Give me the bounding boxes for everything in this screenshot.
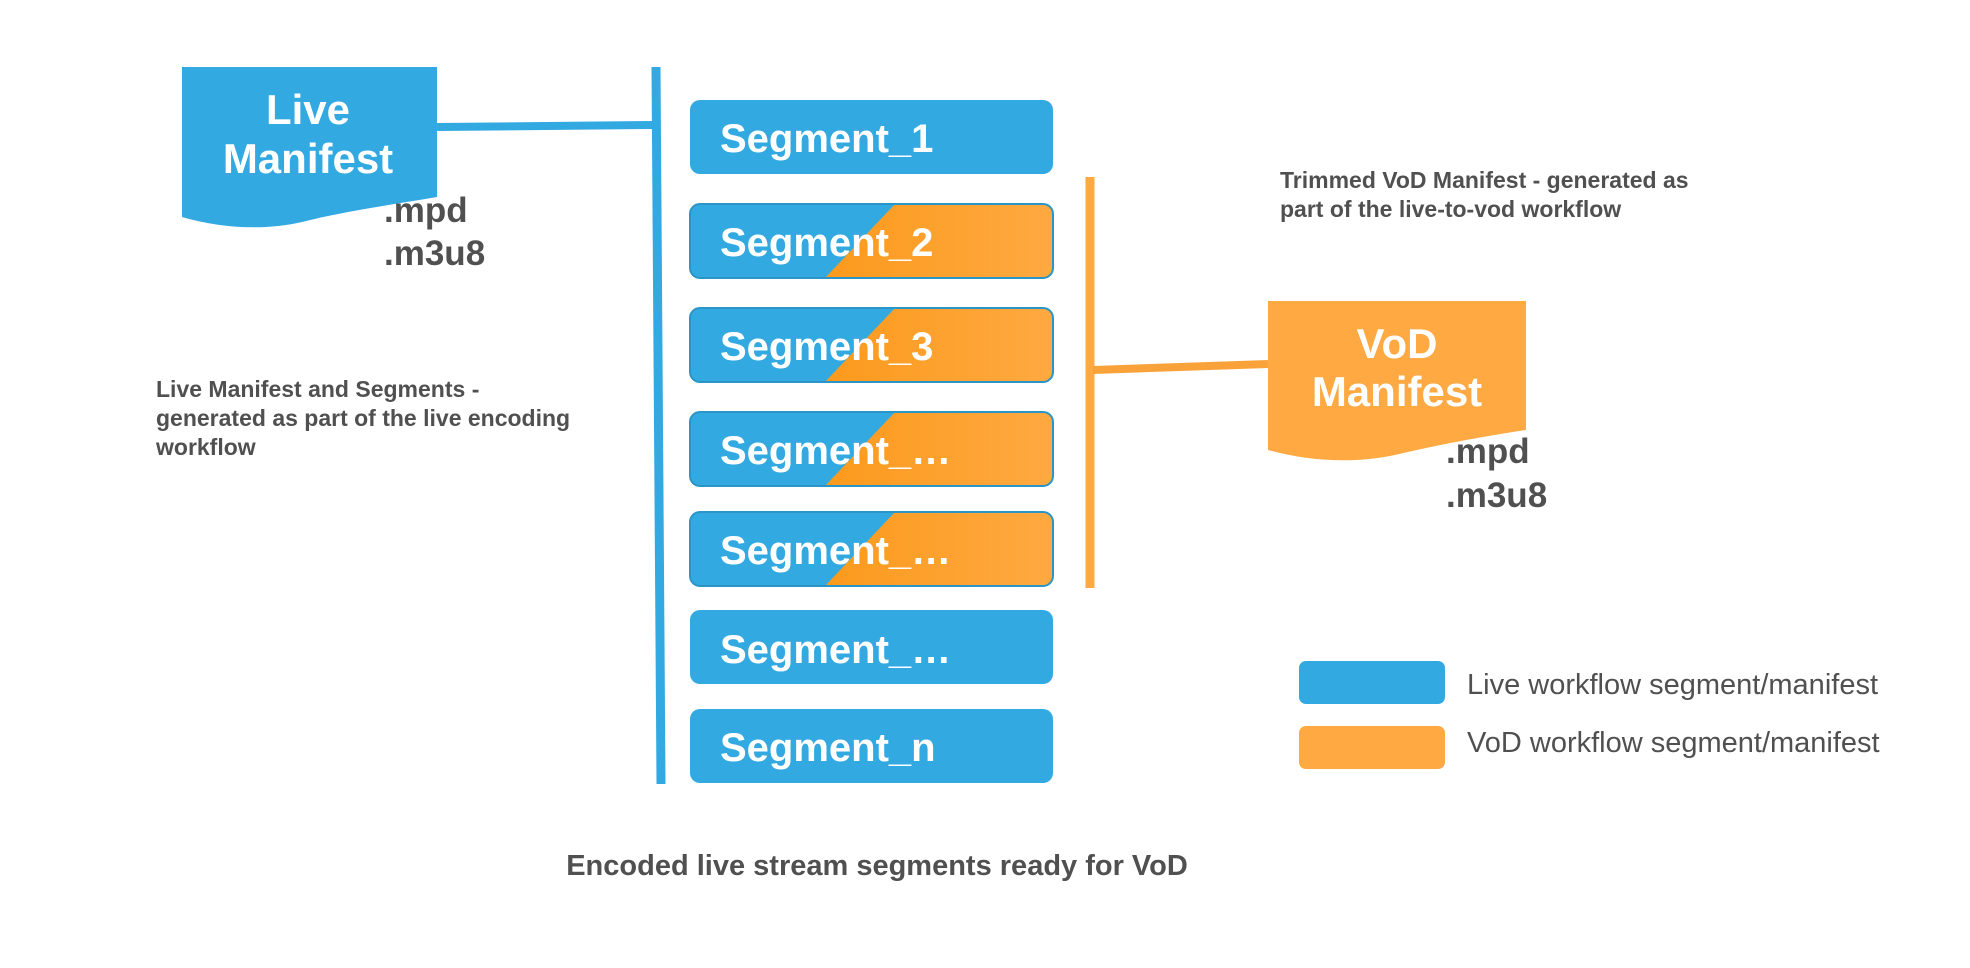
segment-box <box>690 100 1053 174</box>
live-note-line3: workflow <box>155 434 256 460</box>
segment-label: Segment_1 <box>720 117 933 161</box>
vod-note-line2: part of the live-to-vod workflow <box>1280 196 1621 222</box>
live-note-line1: Live Manifest and Segments - <box>156 376 479 402</box>
segment-2: Segment_2 <box>689 203 1054 279</box>
segment-vod-portion <box>825 308 1053 382</box>
vod-manifest-title-line2: Manifest <box>1312 368 1482 415</box>
segment-3: Segment_3 <box>689 307 1054 383</box>
segment-label: Segment_… <box>720 429 951 473</box>
segment-4: Segment_… <box>689 411 1054 487</box>
segment-vod-portion <box>825 512 1053 586</box>
legend-live-swatch <box>1299 661 1445 704</box>
segment-box <box>690 709 1053 783</box>
legend-vod-swatch <box>1299 726 1445 769</box>
diagram-caption: Encoded live stream segments ready for V… <box>566 850 1188 882</box>
segment-label: Segment_… <box>720 628 951 672</box>
live-manifest-ext-mpd: .mpd <box>384 191 468 230</box>
vod-manifest-title-line1: VoD <box>1357 320 1438 367</box>
segment-vod-portion <box>825 412 1053 486</box>
segment-label: Segment_3 <box>720 325 933 369</box>
live-manifest-shape <box>182 67 437 228</box>
live-manifest-ext-m3u8: .m3u8 <box>384 234 485 273</box>
live-manifest-title-line2: Manifest <box>223 135 393 182</box>
segment-label: Segment_n <box>720 726 936 770</box>
vod-note-line1: Trimmed VoD Manifest - generated as <box>1280 167 1689 193</box>
vod-connector-line <box>1092 360 1269 374</box>
live-connector-line <box>436 121 656 131</box>
vod-manifest-ext-mpd: .mpd <box>1446 432 1530 471</box>
legend: Live workflow segment/manifest VoD workf… <box>1299 661 1880 769</box>
live-bus-line <box>651 66 666 785</box>
segment-label: Segment_2 <box>720 221 933 265</box>
vod-manifest-document: VoD Manifest <box>1268 301 1526 461</box>
live-manifest-document: Live Manifest <box>182 67 437 228</box>
legend-live-label: Live workflow segment/manifest <box>1467 669 1878 701</box>
segment-box <box>690 610 1053 684</box>
segment-vod-portion <box>825 204 1053 278</box>
segment-n: Segment_n <box>690 709 1053 783</box>
segment-label: Segment_… <box>720 529 951 573</box>
vod-manifest-ext-m3u8: .m3u8 <box>1446 476 1547 515</box>
vod-manifest-shape <box>1268 301 1526 461</box>
live-note-line2: generated as part of the live encoding <box>156 405 570 431</box>
segment-1: Segment_1 <box>690 100 1053 174</box>
live-manifest-title-line1: Live <box>266 86 350 133</box>
legend-vod-label: VoD workflow segment/manifest <box>1467 727 1880 759</box>
segment-5: Segment_… <box>689 511 1054 587</box>
segment-6: Segment_… <box>690 610 1053 684</box>
